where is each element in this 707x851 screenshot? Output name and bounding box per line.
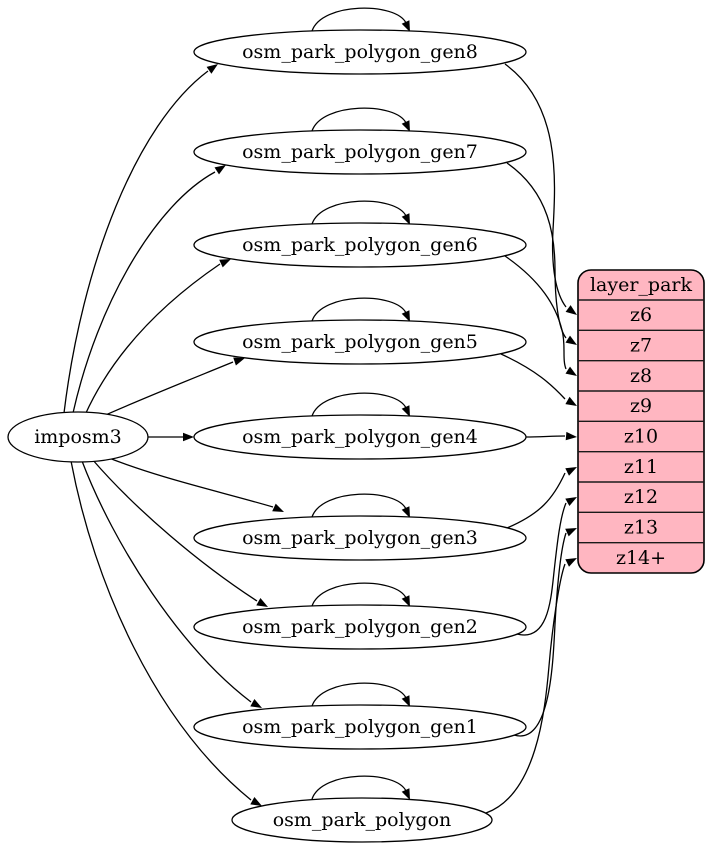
edge-imposm3-to-osm_park_polygon_gen3 <box>103 455 274 508</box>
edge-self-loop-osm_park_polygon_gen7 <box>311 107 407 132</box>
edge-osm_park_polygon_gen6-to-z8-arrowhead-icon <box>565 366 577 376</box>
edge-osm_park_polygon_gen3-to-z11-arrowhead-icon <box>565 467 577 476</box>
node-osm_park_polygon_gen3-label: osm_park_polygon_gen3 <box>242 527 478 549</box>
edge-self-loop-osm_park_polygon_gen4 <box>311 392 407 417</box>
edge-osm_park_polygon_gen5-to-z9 <box>500 353 566 400</box>
node-osm_park_polygon_gen4-label: osm_park_polygon_gen4 <box>242 426 478 448</box>
edge-osm_park_polygon_gen6-to-z8 <box>504 255 567 370</box>
edge-osm_park_polygon_gen1-to-z13 <box>513 532 567 737</box>
layer-park-row-z6-label: z6 <box>630 304 652 326</box>
edge-imposm3-to-osm_park_polygon_gen5 <box>100 361 234 418</box>
edge-self-loop-osm_park_polygon_gen2 <box>311 582 407 607</box>
edge-osm_park_polygon_gen3-to-z11 <box>506 472 566 529</box>
edge-imposm3-to-osm_park_polygon_gen4-arrowhead-icon <box>183 432 194 442</box>
node-osm_park_polygon_gen7 <box>193 129 527 175</box>
node-osm_park_polygon_gen1 <box>193 704 527 750</box>
edge-imposm3-to-osm_park_polygon_gen7-arrowhead-icon <box>214 165 226 175</box>
edge-self-loop-osm_park_polygon_gen6 <box>311 200 407 225</box>
edge-osm_park_polygon-to-z14+-arrowhead-icon <box>565 558 577 567</box>
edge-osm_park_polygon_gen8-to-z6-arrowhead-icon <box>565 305 577 315</box>
node-imposm3 <box>7 411 149 463</box>
edge-imposm3-to-osm_park_polygon_gen6 <box>84 263 221 416</box>
edge-osm_park_polygon_gen2-to-z12-arrowhead-icon <box>565 497 577 506</box>
edge-self-loop-osm_park_polygon-arrowhead-icon <box>401 788 410 800</box>
edge-self-loop-osm_park_polygon_gen1-arrowhead-icon <box>401 695 410 707</box>
node-osm_park_polygon_gen3 <box>193 515 527 561</box>
node-osm_park_polygon_gen8 <box>193 29 527 75</box>
edge-imposm3-to-osm_park_polygon-arrowhead-icon <box>250 797 262 806</box>
edge-osm_park_polygon_gen8-to-z6 <box>504 63 567 308</box>
edge-osm_park_polygon_gen1-to-z13-arrowhead-icon <box>565 528 577 537</box>
node-osm_park_polygon_gen7-label: osm_park_polygon_gen7 <box>242 141 478 163</box>
edge-self-loop-osm_park_polygon_gen8 <box>311 7 407 32</box>
node-osm_park_polygon_gen8-label: osm_park_polygon_gen8 <box>242 41 478 63</box>
layer-park-row-z9-label: z9 <box>630 395 652 417</box>
edge-osm_park_polygon_gen4-to-z10-arrowhead-icon <box>565 431 577 441</box>
layer-park-row-z14+-label: z14+ <box>616 547 666 569</box>
edge-osm_park_polygon_gen4-to-z10 <box>525 435 566 438</box>
edge-imposm3-to-osm_park_polygon <box>70 460 252 801</box>
layer-park-row-z12-label: z12 <box>624 486 658 508</box>
edge-self-loop-osm_park_polygon <box>311 775 407 800</box>
edge-imposm3-to-osm_park_polygon_gen6-arrowhead-icon <box>219 259 231 268</box>
edge-self-loop-osm_park_polygon_gen7-arrowhead-icon <box>401 120 410 132</box>
node-osm_park_polygon_gen2-label: osm_park_polygon_gen2 <box>242 616 478 638</box>
edge-self-loop-osm_park_polygon_gen3-arrowhead-icon <box>401 506 410 518</box>
layer-park-row-z11-label: z11 <box>624 456 658 478</box>
edge-self-loop-osm_park_polygon_gen4-arrowhead-icon <box>401 405 410 417</box>
edge-imposm3-to-osm_park_polygon_gen8-arrowhead-icon <box>206 64 218 74</box>
layer-park-row-z7-label: z7 <box>630 335 652 357</box>
edge-imposm3-to-osm_park_polygon_gen7 <box>72 171 216 414</box>
node-osm_park_polygon-label: osm_park_polygon <box>273 809 452 831</box>
node-osm_park_polygon_gen1-label: osm_park_polygon_gen1 <box>242 716 478 738</box>
edge-osm_park_polygon-to-z14+ <box>485 563 566 814</box>
layer-park-row-z10-label: z10 <box>624 426 658 448</box>
edge-self-loop-osm_park_polygon_gen6-arrowhead-icon <box>401 213 410 225</box>
node-osm_park_polygon_gen6 <box>193 222 527 268</box>
node-osm_park_polygon_gen5 <box>193 319 527 365</box>
edge-imposm3-to-osm_park_polygon_gen3-arrowhead-icon <box>272 503 284 512</box>
edge-osm_park_polygon_gen7-to-z7-arrowhead-icon <box>565 335 577 345</box>
edge-self-loop-osm_park_polygon_gen5 <box>311 297 407 322</box>
node-imposm3-label: imposm3 <box>34 426 122 448</box>
edge-self-loop-osm_park_polygon_gen5-arrowhead-icon <box>401 310 410 322</box>
node-osm_park_polygon <box>231 797 493 843</box>
edge-imposm3-to-osm_park_polygon_gen1-arrowhead-icon <box>250 699 262 708</box>
layer-park-title: layer_park <box>590 274 693 296</box>
edge-self-loop-osm_park_polygon_gen8-arrowhead-icon <box>401 20 410 32</box>
edge-imposm3-to-osm_park_polygon_gen5-arrowhead-icon <box>233 357 245 366</box>
edge-imposm3-to-osm_park_polygon_gen2-arrowhead-icon <box>256 598 268 607</box>
edge-self-loop-osm_park_polygon_gen1 <box>311 682 407 707</box>
edge-self-loop-osm_park_polygon_gen3 <box>311 493 407 518</box>
node-osm_park_polygon_gen4 <box>193 414 527 460</box>
node-osm_park_polygon_gen6-label: osm_park_polygon_gen6 <box>242 234 478 256</box>
node-osm_park_polygon_gen5-label: osm_park_polygon_gen5 <box>242 331 478 353</box>
edge-osm_park_polygon_gen2-to-z12 <box>516 502 567 636</box>
edge-osm_park_polygon_gen5-to-z9-arrowhead-icon <box>565 396 577 406</box>
edge-imposm3-to-osm_park_polygon_gen1 <box>81 460 252 703</box>
edge-imposm3-to-osm_park_polygon_gen8 <box>63 70 209 414</box>
edge-self-loop-osm_park_polygon_gen2-arrowhead-icon <box>401 595 410 607</box>
edge-imposm3-to-osm_park_polygon_gen2 <box>91 458 258 602</box>
node-osm_park_polygon_gen2 <box>193 604 527 650</box>
layer-park-row-z8-label: z8 <box>630 365 652 387</box>
layer-park-row-z13-label: z13 <box>624 517 658 539</box>
